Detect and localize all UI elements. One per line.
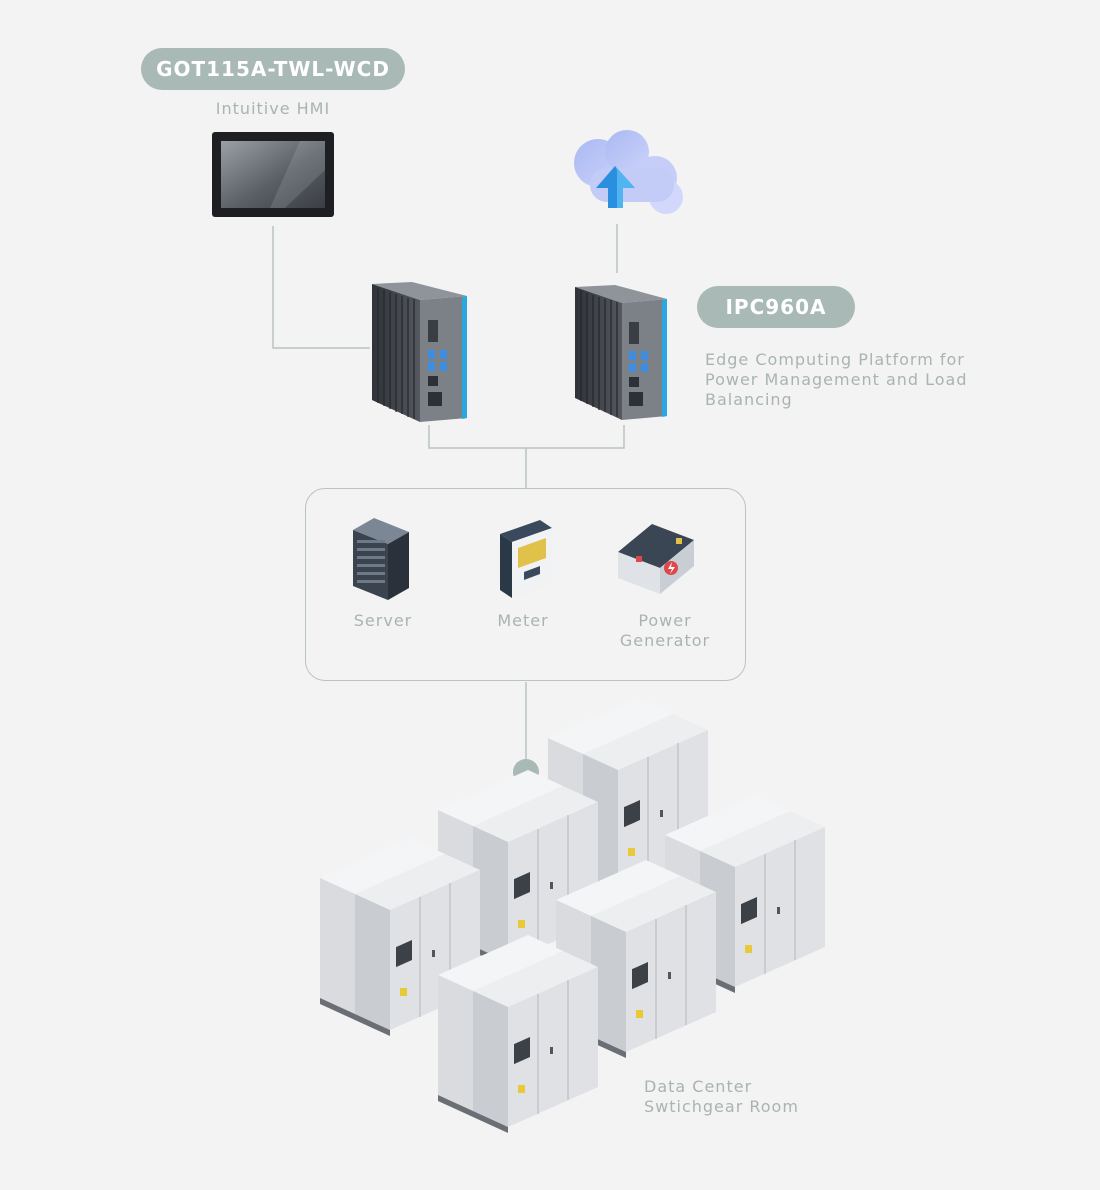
edge-description-line: Balancing [705,390,793,409]
device-label-power-generator: Power Generator [605,611,725,651]
site-label: Data Center Swtichgear Room [644,1077,864,1117]
ipc960a-unit-right-icon [575,285,667,420]
hmi-model-badge: GOT115A-TWL-WCD [141,48,405,90]
site-label-line: Swtichgear Room [644,1097,799,1116]
server-icon [353,518,409,600]
switchgear-cabinets [319,697,826,1134]
ipc960a-unit-left-icon [372,282,467,422]
site-label-line: Data Center [644,1077,753,1096]
device-label-meter: Meter [497,611,549,630]
hmi-description: Intuitive HMI [215,99,331,118]
cloud-upload-icon [574,130,683,214]
edge-model-badge: IPC960A [697,286,855,328]
edge-description-line: Edge Computing Platform for [705,350,965,369]
meter-icon [500,520,552,598]
edge-description-line: Power Management and Load [705,370,968,389]
battery-generator-icon [618,524,694,594]
connector-lines [272,224,625,772]
device-label-line: Power [638,611,692,630]
device-label-line: Generator [619,631,711,650]
device-group-box [305,488,746,681]
hmi-monitor-icon [212,132,334,217]
device-label-server: Server [353,611,413,630]
edge-description: Edge Computing Platform for Power Manage… [705,350,1005,410]
